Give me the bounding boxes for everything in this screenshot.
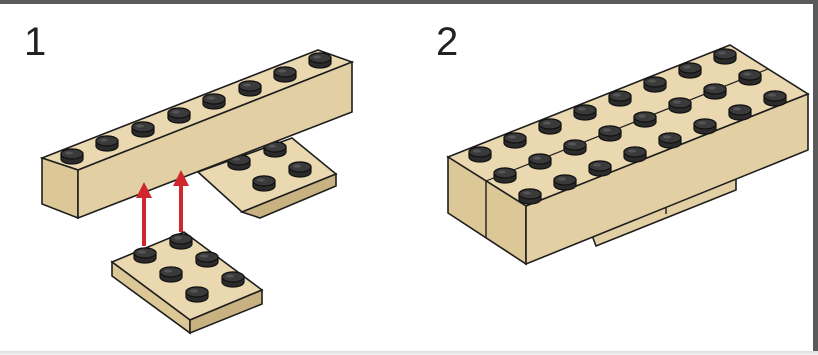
stud	[494, 168, 516, 183]
stud	[170, 234, 192, 249]
stud	[729, 105, 751, 120]
stud	[289, 162, 311, 177]
stud	[309, 53, 331, 68]
stud	[222, 272, 244, 287]
stud	[186, 287, 208, 302]
stud	[168, 108, 190, 123]
stud	[644, 77, 666, 92]
stud	[679, 63, 701, 78]
stud	[634, 112, 656, 127]
stud	[239, 81, 261, 96]
stud	[714, 49, 736, 64]
stud	[564, 140, 586, 155]
plate-2x3	[112, 232, 262, 333]
stud	[539, 119, 561, 134]
stud	[253, 176, 275, 191]
stud	[160, 267, 182, 282]
stud	[554, 175, 576, 190]
stud	[274, 67, 296, 82]
stud	[469, 147, 491, 162]
stud	[132, 122, 154, 137]
stud	[764, 91, 786, 106]
stud	[659, 133, 681, 148]
step-2-assembly	[448, 45, 808, 264]
stud	[589, 161, 611, 176]
stud	[61, 149, 83, 164]
stud	[694, 119, 716, 134]
stud	[609, 91, 631, 106]
stud	[574, 105, 596, 120]
stud	[519, 189, 541, 204]
stud	[599, 126, 621, 141]
stud	[134, 248, 156, 263]
stud	[669, 98, 691, 113]
stud	[739, 70, 761, 85]
stud	[96, 136, 118, 151]
step-1-assembly	[42, 50, 352, 333]
stud	[529, 154, 551, 169]
stud	[203, 94, 225, 109]
stud	[704, 84, 726, 99]
stud	[624, 147, 646, 162]
stud	[196, 252, 218, 267]
stud	[504, 133, 526, 148]
